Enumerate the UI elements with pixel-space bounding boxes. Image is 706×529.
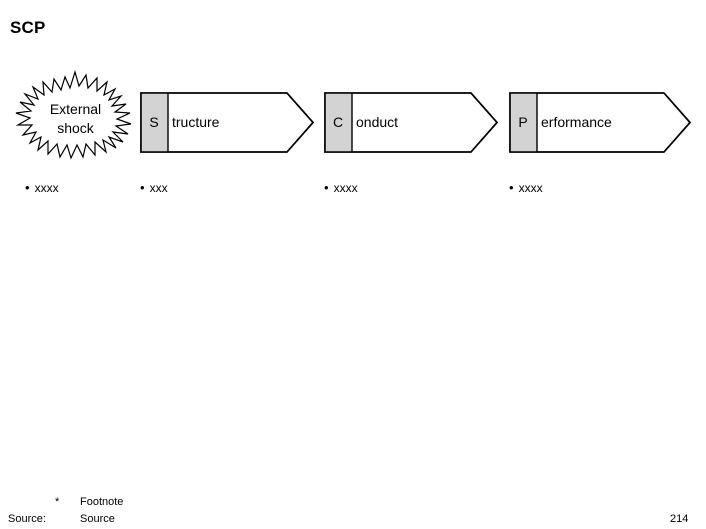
bullet-text: xxxx bbox=[518, 181, 543, 195]
arrow-performance-label: erformance bbox=[541, 114, 612, 130]
source-label: Source: bbox=[8, 513, 46, 525]
bullet-marker: • bbox=[140, 180, 145, 195]
bullet-item-structure: • xxxx bbox=[25, 180, 59, 196]
arrow-structure-initial: S bbox=[149, 114, 159, 130]
chevron-arrow-shape bbox=[509, 92, 691, 153]
bullet-item-conduct: • xxx bbox=[140, 180, 168, 196]
arrow-structure-label: tructure bbox=[172, 114, 220, 130]
bullet-marker: • bbox=[509, 180, 514, 195]
arrow-performance[interactable]: P erformance bbox=[509, 92, 691, 153]
footnote-marker: * bbox=[55, 496, 60, 508]
bullet-marker: • bbox=[324, 180, 329, 195]
page-number: 214 bbox=[670, 513, 689, 525]
arrow-performance-initial: P bbox=[518, 114, 528, 130]
bullet-item-outcome: • xxxx bbox=[509, 180, 543, 196]
bullet-item-performance: • xxxx bbox=[324, 180, 358, 196]
source-text: Source bbox=[80, 513, 115, 525]
arrow-conduct-label: onduct bbox=[356, 114, 399, 130]
arrow-conduct-initial: C bbox=[332, 114, 344, 130]
bullet-marker: • bbox=[25, 180, 30, 195]
chevron-arrow-shape bbox=[140, 92, 314, 153]
bullet-text: xxxx bbox=[34, 181, 59, 195]
bullet-text: xxxx bbox=[333, 181, 358, 195]
bullet-text: xxx bbox=[149, 181, 168, 195]
external-shock-burst[interactable]: External shock bbox=[7, 70, 144, 168]
arrow-conduct[interactable]: C onduct bbox=[324, 92, 498, 153]
page-title: SCP bbox=[10, 18, 46, 37]
chevron-arrow-shape bbox=[324, 92, 498, 153]
footnote-text: Footnote bbox=[80, 496, 124, 508]
arrow-structure[interactable]: S tructure bbox=[140, 92, 314, 153]
explosion-starburst-icon bbox=[15, 70, 132, 160]
